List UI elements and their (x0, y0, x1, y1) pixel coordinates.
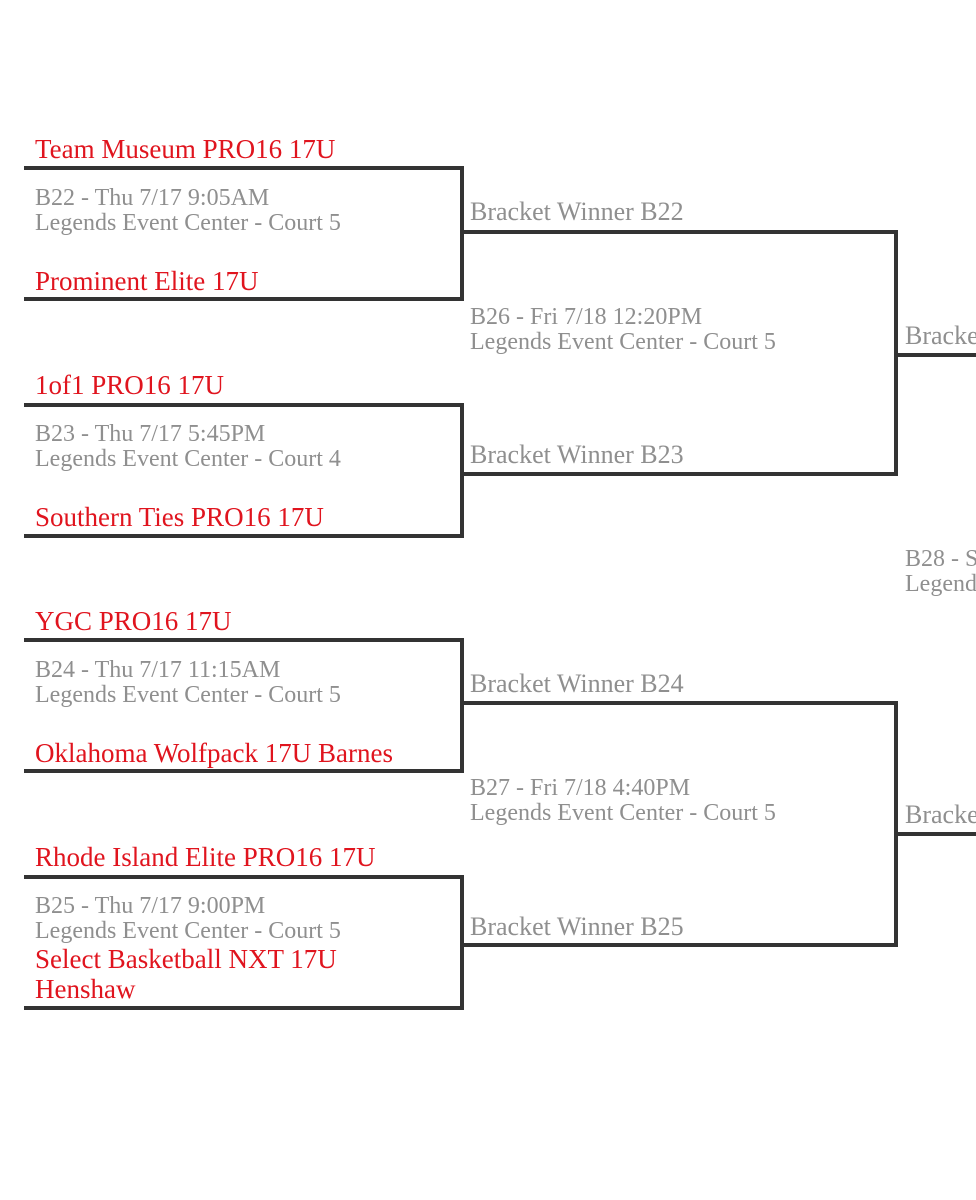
game-venue: Legends Event Center - Court 5 (35, 682, 341, 708)
game-info: B25 - Thu 7/17 9:00PM (35, 893, 266, 919)
bracket-connector-b24 (24, 638, 464, 773)
bracket-winner-slot[interactable]: Bracket Winner B25 (470, 912, 684, 941)
team-name[interactable]: Oklahoma Wolfpack 17U Barnes (35, 738, 393, 768)
team-name[interactable]: Select Basketball NXT 17U (35, 944, 337, 974)
bracket-connector-b23 (24, 403, 464, 538)
game-venue: Legends Event Center - Court 5 (35, 210, 341, 236)
game-venue: Legends Event Center - Court 5 (35, 918, 341, 944)
game-info: B24 - Thu 7/17 11:15AM (35, 657, 281, 683)
bracket-connector-b27 (462, 701, 898, 947)
bracket-winner-slot[interactable]: Bracket Winner B23 (470, 440, 684, 469)
game-info: B26 - Fri 7/18 12:20PM (470, 304, 703, 330)
game-info-partial: B28 - S (905, 546, 976, 572)
team-name[interactable]: Southern Ties PRO16 17U (35, 502, 324, 532)
bracket-connector-b25 (24, 875, 464, 1010)
team-name[interactable]: YGC PRO16 17U (35, 606, 232, 636)
game-info: B27 - Fri 7/18 4:40PM (470, 775, 691, 801)
game-venue: Legends Event Center - Court 4 (35, 446, 341, 472)
game-info: B22 - Thu 7/17 9:05AM (35, 185, 270, 211)
game-info: B23 - Thu 7/17 5:45PM (35, 421, 266, 447)
bracket-winner-slot-partial[interactable]: Bracke (905, 321, 976, 350)
bracket-winner-slot-partial[interactable]: Bracke (905, 800, 976, 829)
bracket-winner-slot[interactable]: Bracket Winner B24 (470, 669, 684, 698)
team-name[interactable]: Prominent Elite 17U (35, 266, 259, 296)
bracket-winner-slot[interactable]: Bracket Winner B22 (470, 197, 684, 226)
game-venue: Legends Event Center - Court 5 (470, 329, 776, 355)
team-name[interactable]: Rhode Island Elite PRO16 17U (35, 842, 376, 872)
team-name-continued[interactable]: Henshaw (35, 974, 136, 1004)
game-venue: Legends Event Center - Court 5 (470, 800, 776, 826)
game-venue-partial: Legend (905, 571, 976, 597)
team-name[interactable]: Team Museum PRO16 17U (35, 134, 336, 164)
team-name[interactable]: 1of1 PRO16 17U (35, 370, 225, 400)
